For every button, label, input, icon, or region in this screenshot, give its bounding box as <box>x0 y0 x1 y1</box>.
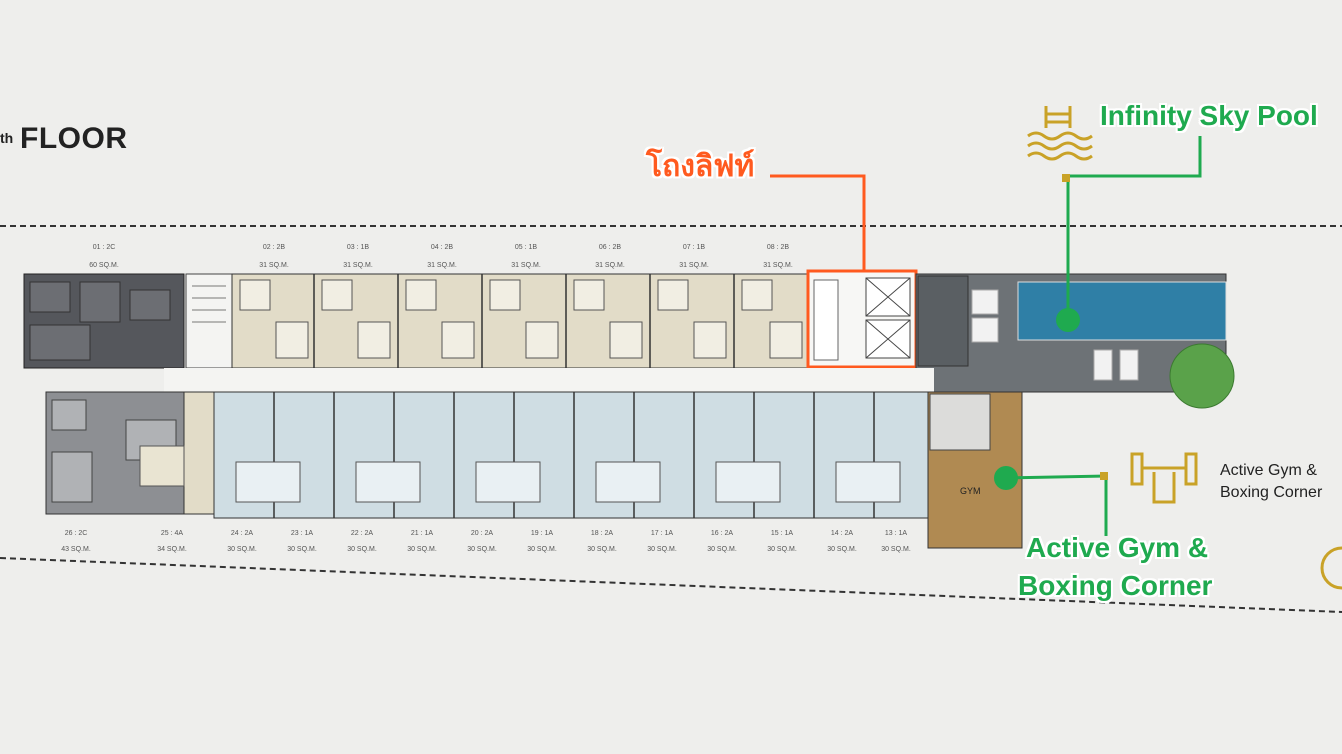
unit-label: 18 : 2A <box>590 530 614 537</box>
sun-lounger <box>971 289 999 315</box>
unit-area: 30 SQ.M. <box>767 546 797 553</box>
unit-label: 25 : 4A <box>160 530 184 537</box>
unit-label: 26 : 2C <box>64 530 88 537</box>
top-unit-dividers <box>313 274 735 368</box>
unit-label: 14 : 2A <box>830 530 854 537</box>
unit-label: 20 : 2A <box>470 530 494 537</box>
unit-label: 06 : 2B <box>598 244 622 251</box>
unit-label: 17 : 1A <box>650 530 674 537</box>
unit-label: 24 : 2A <box>230 530 254 537</box>
infinity-pool <box>1017 281 1227 341</box>
stair-core <box>185 273 233 369</box>
unit-label: 03 : 1B <box>346 244 370 251</box>
legend-gym-line1: Active Gym & <box>1220 462 1317 479</box>
lift-leader-line <box>770 174 866 271</box>
unit-area: 30 SQ.M. <box>227 546 257 553</box>
dumbbell-icon <box>1130 452 1198 504</box>
unit-area: 31 SQ.M. <box>343 262 373 269</box>
pool-leader-line <box>1066 136 1202 320</box>
gym-room-label: GYM <box>960 486 981 496</box>
unit-label: 23 : 1A <box>290 530 314 537</box>
unit-25-block <box>183 391 215 515</box>
pool-icon <box>1027 106 1093 161</box>
unit-area: 34 SQ.M. <box>157 546 187 553</box>
unit-area: 31 SQ.M. <box>511 262 541 269</box>
unit-area: 30 SQ.M. <box>881 546 911 553</box>
gym-marker <box>994 466 1018 490</box>
pool-callout: Infinity Sky Pool <box>1100 100 1318 131</box>
partial-icon <box>1320 546 1342 590</box>
unit-area: 30 SQ.M. <box>527 546 557 553</box>
unit-label: 05 : 1B <box>514 244 538 251</box>
unit-area: 60 SQ.M. <box>89 262 119 269</box>
unit-label: 04 : 2B <box>430 244 454 251</box>
bottom-units-block <box>213 391 929 519</box>
site-boundary-bottom <box>0 557 1342 613</box>
unit-label: 13 : 1A <box>884 530 908 537</box>
unit-label: 02 : 2B <box>262 244 286 251</box>
unit-label: 16 : 2A <box>710 530 734 537</box>
unit-area: 30 SQ.M. <box>587 546 617 553</box>
bottom-unit-rooms <box>235 461 901 503</box>
legend-gym-line2: Boxing Corner <box>1220 484 1323 501</box>
unit-area: 30 SQ.M. <box>407 546 437 553</box>
tree <box>1169 343 1235 409</box>
unit-area: 30 SQ.M. <box>347 546 377 553</box>
unit-label: 15 : 1A <box>770 530 794 537</box>
unit-area: 31 SQ.M. <box>679 262 709 269</box>
unit-label: 07 : 1B <box>682 244 706 251</box>
unit-label: 08 : 2B <box>766 244 790 251</box>
gym-callout-line1: Active Gym & <box>1026 532 1209 563</box>
unit-label: 19 : 1A <box>530 530 554 537</box>
floor-number-suffix: th <box>0 130 14 146</box>
unit-area: 30 SQ.M. <box>287 546 317 553</box>
unit-area: 30 SQ.M. <box>827 546 857 553</box>
unit-label: 21 : 1A <box>410 530 434 537</box>
gym-callout-line2: Boxing Corner <box>1018 570 1213 601</box>
unit-area: 30 SQ.M. <box>707 546 737 553</box>
unit-area: 31 SQ.M. <box>427 262 457 269</box>
unit-label: 22 : 2A <box>350 530 374 537</box>
floor-title: FLOOR <box>20 122 128 155</box>
corridor <box>164 368 934 392</box>
unit-area: 31 SQ.M. <box>259 262 289 269</box>
top-unit-rooms <box>239 279 803 359</box>
unit-area: 31 SQ.M. <box>595 262 625 269</box>
unit-area: 31 SQ.M. <box>763 262 793 269</box>
unit-area: 43 SQ.M. <box>61 546 91 553</box>
lift-lobby-callout: โถงลิฟท์ <box>646 150 755 183</box>
pool-marker <box>1056 308 1080 332</box>
unit-area: 30 SQ.M. <box>647 546 677 553</box>
unit-label: 01 : 2C <box>92 244 116 251</box>
unit-area: 30 SQ.M. <box>467 546 497 553</box>
